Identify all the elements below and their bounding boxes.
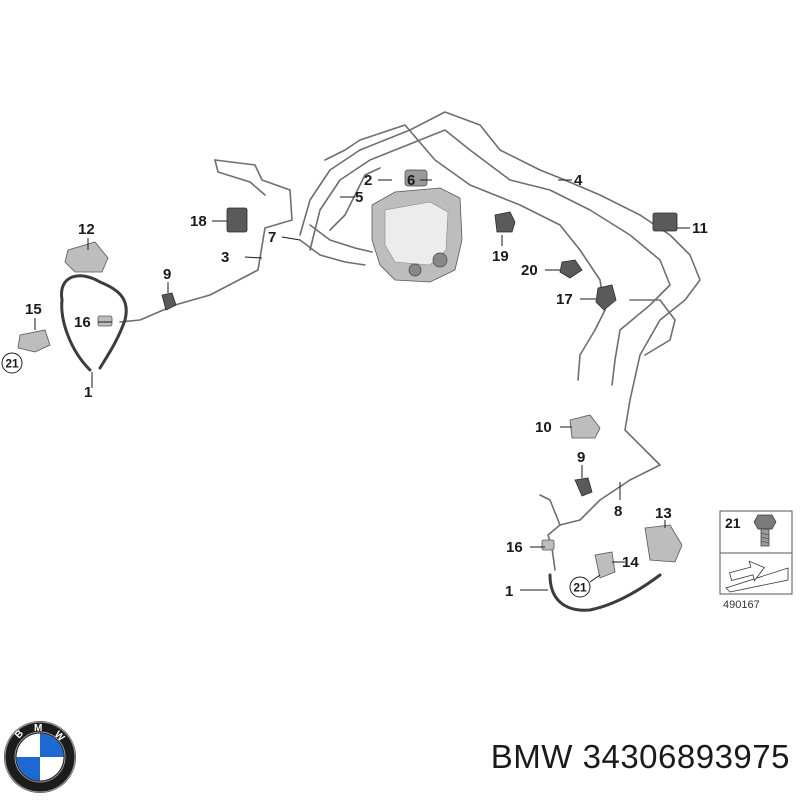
svg-text:21: 21 bbox=[5, 357, 19, 371]
assembly-arrow-icon bbox=[725, 560, 789, 593]
circled-callout-21-rear: 21 bbox=[569, 574, 601, 598]
callout-labels: 1 1 2 3 4 5 6 7 8 9 9 10 11 12 13 14 15 … bbox=[25, 172, 708, 600]
circled-callout-21-front: 21 bbox=[1, 352, 23, 374]
part-19-clip bbox=[494, 211, 516, 233]
brake-pipes bbox=[119, 111, 701, 571]
part-9-clip-front bbox=[161, 292, 177, 311]
callout-18: 18 bbox=[190, 213, 207, 230]
callout-9-rear: 9 bbox=[577, 449, 585, 466]
callout-15: 15 bbox=[25, 301, 42, 318]
part-9-clip-rear bbox=[574, 477, 593, 497]
callout-19: 19 bbox=[492, 248, 509, 265]
callout-1-rear: 1 bbox=[505, 583, 513, 600]
part-16-clip-front bbox=[97, 315, 113, 327]
brand-part-number: BMW 34306893975 bbox=[385, 738, 790, 788]
part-number: 34306893975 bbox=[582, 738, 790, 775]
brand-name: BMW bbox=[490, 738, 573, 775]
small-parts bbox=[17, 207, 683, 579]
part-10-holder bbox=[569, 414, 601, 439]
callout-20: 20 bbox=[521, 262, 538, 279]
part-12-bracket bbox=[64, 241, 109, 273]
callout-12: 12 bbox=[78, 221, 95, 238]
reference-code: 490167 bbox=[723, 599, 760, 611]
callout-16-front: 16 bbox=[74, 314, 91, 331]
hydraulic-unit bbox=[371, 169, 463, 283]
callout-2: 2 bbox=[364, 172, 372, 189]
part-18-bracket bbox=[226, 207, 248, 233]
callout-7: 7 bbox=[268, 229, 276, 246]
callout-9-front: 9 bbox=[163, 266, 171, 283]
front-brake-hose bbox=[60, 274, 128, 370]
callout-10: 10 bbox=[535, 419, 552, 436]
inset-box: 21 490167 bbox=[719, 510, 793, 611]
callout-14: 14 bbox=[622, 554, 639, 571]
callout-5: 5 bbox=[355, 189, 363, 206]
leader-lines bbox=[34, 179, 690, 591]
callout-1-front: 1 bbox=[84, 384, 92, 401]
callout-6: 6 bbox=[407, 172, 415, 189]
callout-17: 17 bbox=[556, 291, 573, 308]
part-13-bracket bbox=[644, 524, 683, 563]
bolt-icon bbox=[753, 514, 777, 547]
part-20-clip bbox=[559, 259, 583, 279]
callout-16-rear: 16 bbox=[506, 539, 523, 556]
part-11-pad bbox=[652, 212, 678, 232]
part-15-bracket bbox=[17, 329, 51, 353]
part-14-bracket bbox=[594, 551, 616, 579]
callout-11: 11 bbox=[692, 220, 708, 237]
brake-hoses bbox=[60, 274, 662, 612]
svg-text:21: 21 bbox=[573, 581, 587, 595]
inset-label: 21 bbox=[725, 515, 741, 531]
callout-4: 4 bbox=[574, 172, 583, 189]
part-17-clip bbox=[595, 284, 617, 311]
callout-8: 8 bbox=[614, 503, 622, 520]
rear-brake-hose bbox=[548, 573, 662, 612]
bmw-logo: B M W bbox=[4, 721, 76, 793]
callout-13: 13 bbox=[655, 505, 672, 522]
callout-3: 3 bbox=[221, 249, 229, 266]
part-16-clip-rear bbox=[541, 539, 555, 551]
svg-text:M: M bbox=[34, 723, 42, 734]
